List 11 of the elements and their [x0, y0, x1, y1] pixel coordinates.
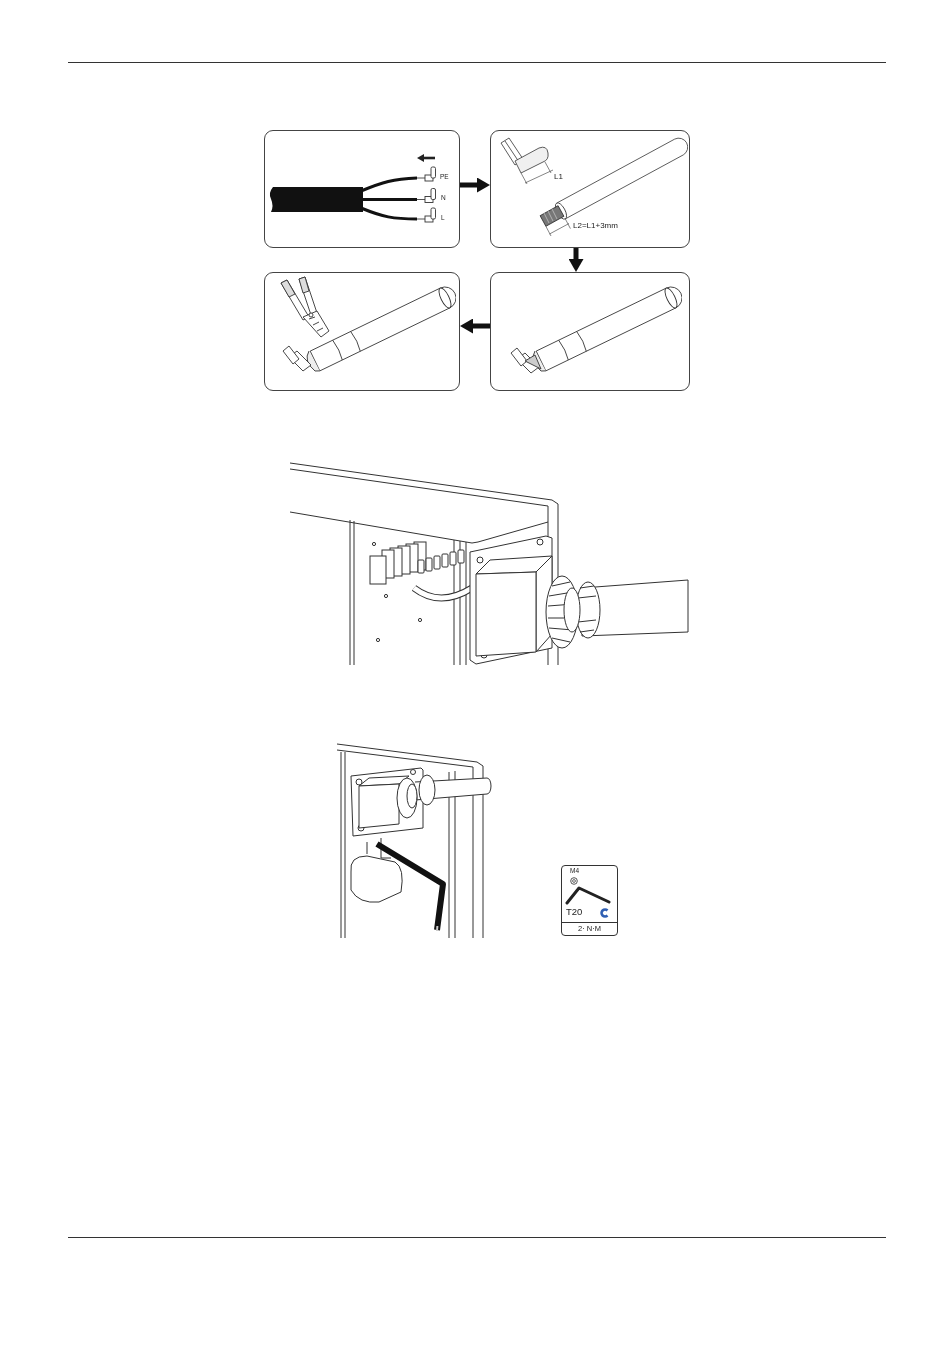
- bit-size-label: T20: [566, 907, 583, 917]
- arrow: [460, 177, 490, 193]
- dimension-label: L2=L1+3mm: [573, 222, 618, 230]
- arrow: [460, 318, 490, 334]
- arrow: [568, 248, 584, 272]
- step-panel: [264, 272, 460, 391]
- tool-spec-card: [561, 865, 618, 936]
- step-panel: [490, 130, 690, 248]
- step-panel: [490, 272, 690, 391]
- step-panel: [264, 130, 460, 248]
- dimension-label: L1: [554, 173, 563, 181]
